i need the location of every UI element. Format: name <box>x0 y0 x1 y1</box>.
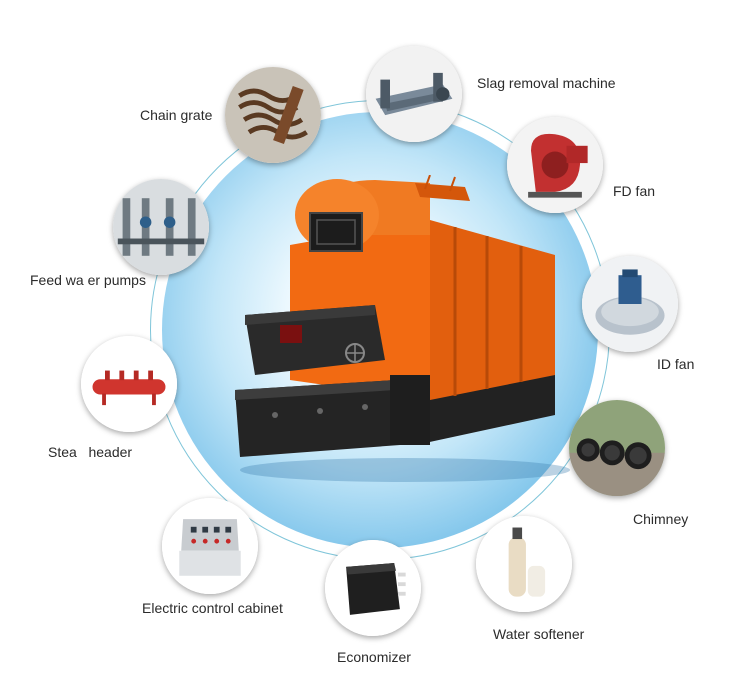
economizer-thumbnail <box>325 540 421 636</box>
slag-removal-machine-label: Slag removal machine <box>477 75 616 91</box>
id-fan-icon <box>582 256 678 352</box>
steam-header-label: Stea header <box>48 444 133 460</box>
chimney-label: Chimney <box>633 511 689 527</box>
electric-control-cabinet-icon <box>162 498 258 594</box>
water-softener-thumbnail <box>476 516 572 612</box>
steam-header-thumbnail <box>81 336 177 432</box>
chimney-icon <box>569 400 665 496</box>
chain-grate-boiler-image <box>235 175 570 482</box>
id-fan-label: ID fan <box>657 356 695 372</box>
slag-removal-machine-icon <box>366 46 462 142</box>
feed-water-pumps-icon <box>113 179 209 275</box>
economizer-label: Economizer <box>337 649 411 665</box>
electric-control-cabinet-label: Electric control cabinet <box>142 600 283 616</box>
id-fan-thumbnail <box>582 256 678 352</box>
chain-grate-icon <box>225 67 321 163</box>
slag-removal-machine-thumbnail <box>366 46 462 142</box>
water-softener-label: Water softener <box>493 626 585 642</box>
fd-fan-thumbnail <box>507 117 603 213</box>
chain-grate-thumbnail <box>225 67 321 163</box>
chimney-thumbnail <box>569 400 665 496</box>
fd-fan-icon <box>507 117 603 213</box>
steam-header-icon <box>81 336 177 432</box>
electric-control-cabinet-thumbnail <box>162 498 258 594</box>
economizer-icon <box>325 540 421 636</box>
feed-water-pumps-label: Feed wa er pumps <box>30 272 146 288</box>
chain-grate-label: Chain grate <box>140 107 213 123</box>
feed-water-pumps-thumbnail <box>113 179 209 275</box>
fd-fan-label: FD fan <box>613 183 656 199</box>
water-softener-icon <box>476 516 572 612</box>
